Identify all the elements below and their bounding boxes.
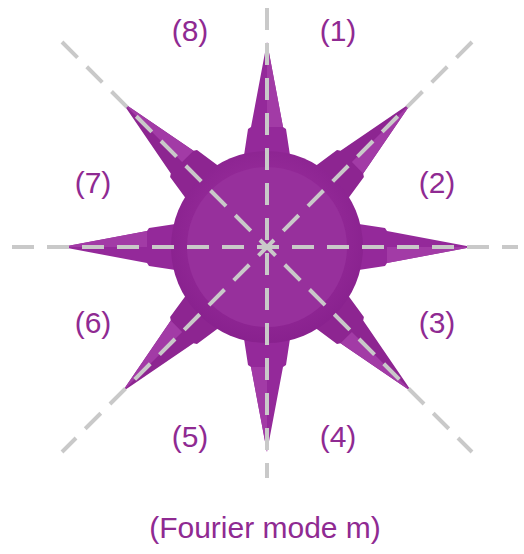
mode-number: (5)	[172, 420, 209, 453]
symmetry-lines	[12, 8, 518, 478]
spike-shade	[62, 231, 147, 247]
spike-shade	[122, 321, 182, 393]
mode-number: (3)	[419, 306, 456, 339]
spike-shade	[341, 332, 413, 392]
dashed-axis	[62, 42, 472, 452]
mode-number: (8)	[172, 14, 209, 47]
mode-number: (2)	[419, 166, 456, 199]
caption: (Fourier mode m)	[149, 511, 381, 544]
spike-shade	[387, 247, 472, 263]
mode-number: (6)	[75, 306, 112, 339]
spike-shade	[352, 102, 412, 174]
spike-shade	[251, 367, 267, 452]
spike-shade	[122, 102, 194, 162]
mode-number: (7)	[75, 166, 112, 199]
spike-shade	[267, 42, 283, 127]
mode-number: (4)	[320, 420, 357, 453]
mode-number: (1)	[320, 14, 357, 47]
dashed-axis	[62, 42, 472, 452]
